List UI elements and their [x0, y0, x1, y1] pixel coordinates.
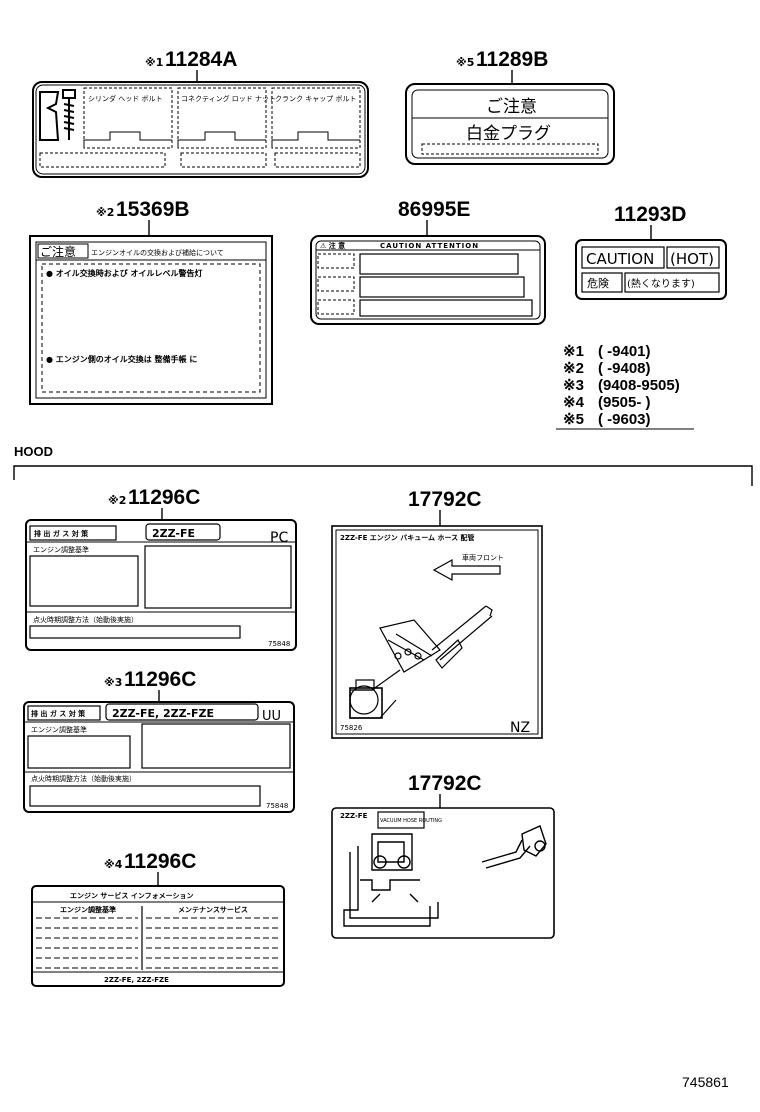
part-11296C-2-label-2: 2ZZ-FE: [152, 527, 195, 540]
part-11289B-label-2: 白金プラグ: [466, 124, 551, 144]
part-11293D-number: 11293D: [614, 203, 686, 226]
part-11296C-2-label-1: 排 出 ガ ス 対 策: [34, 529, 89, 538]
section-title: HOOD: [14, 444, 53, 459]
part-11296C-2-label-5: 点火時期調整方法（始動後実施）: [33, 615, 138, 624]
legend-mark-5: ※5: [563, 411, 584, 428]
part-11296C-2-label-4: エンジン調整基準: [33, 545, 89, 554]
legend-mark-2: ※2: [563, 360, 584, 377]
part-11296C-2-mark: ※2: [108, 494, 126, 507]
legend-range-5: ( -9603): [598, 411, 651, 428]
hood-section: HOOD: [13, 444, 753, 486]
legend-mark-1: ※1: [563, 343, 584, 360]
part-11296C-4: ※4 11296C エンジン サービス インフォメーション エンジン調整基準 メ…: [31, 850, 285, 987]
part-17792C-2: 17792C 2ZZ-FE VACUUM HOSE ROUTING: [331, 772, 555, 939]
part-11284A-label-3: クランク キャップ ボルト: [275, 95, 356, 103]
part-17792C-1-label-3: NZ: [510, 720, 530, 736]
part-17792C-2-number: 17792C: [408, 772, 482, 795]
part-11296C-4-label-4: 2ZZ-FE, 2ZZ-FZE: [104, 976, 169, 984]
part-15369B-mark: ※2: [96, 206, 114, 219]
part-86995E-label-1: ⚠ 注 意: [320, 241, 345, 250]
part-11296C-4-label-2: エンジン調整基準: [60, 905, 116, 914]
legend-mark-3: ※3: [563, 377, 584, 394]
part-15369B-label-2: エンジンオイルの交換および補給について: [91, 248, 224, 257]
part-11296C-3-label-3: UU: [262, 709, 281, 724]
part-17792C-2-label-2: VACUUM HOSE ROUTING: [380, 818, 442, 824]
legend-range-3: (9408-9505): [598, 377, 680, 394]
part-86995E: 86995E ⚠ 注 意 CAUTION ATTENTION: [310, 198, 546, 325]
part-11296C-2-label-3: PC: [270, 530, 288, 546]
part-11284A-mark: ※1: [145, 56, 163, 69]
part-11296C-3-label-5: 点火時期調整方法（始動後実施）: [31, 774, 136, 783]
wrench-bolt-icon: [39, 89, 76, 141]
part-11296C-3-label-4: エンジン調整基準: [31, 725, 87, 734]
part-11293D: 11293D CAUTION (HOT) 危険 (熱くなります): [575, 203, 727, 300]
part-15369B-label-3: ● オイル交換時および オイルレベル警告灯: [46, 268, 203, 278]
part-11296C-2-number: 11296C: [128, 486, 200, 509]
part-11296C-4-number: 11296C: [124, 850, 196, 873]
part-86995E-label-2: CAUTION ATTENTION: [380, 242, 479, 250]
front-arrow-icon: [432, 558, 501, 582]
legend: ※1 ( -9401) ※2 ( -9408) ※3 (9408-9505) ※…: [555, 339, 695, 430]
part-11296C-2-label-6: 75848: [268, 640, 290, 648]
legend-range-4: (9505- ): [598, 394, 651, 411]
part-11284A-number: 11284A: [165, 48, 237, 71]
part-17792C-1-label-2: 車両フロント: [462, 553, 504, 562]
part-17792C-1-number: 17792C: [408, 488, 482, 511]
legend-range-2: ( -9408): [598, 360, 651, 377]
part-11289B: ※5 11289B ご注意 白金プラグ: [405, 48, 615, 165]
part-11284A: ※1 11284A シリンダ ヘッド ボルト コネクティング ロッド ナット ク…: [32, 48, 369, 178]
part-11296C-3-number: 11296C: [124, 668, 196, 691]
part-11293D-label-2: (HOT): [670, 250, 714, 268]
vacuum-hose-drawing: [349, 605, 493, 719]
part-11289B-label-1: ご注意: [486, 97, 537, 117]
part-11296C-4-label-1: エンジン サービス インフォメーション: [70, 891, 194, 900]
figure-id: 745861: [682, 1074, 729, 1090]
part-17792C-1-label-4: 75826: [340, 724, 363, 732]
part-11289B-mark: ※5: [456, 56, 474, 69]
part-11296C-3-mark: ※3: [104, 676, 122, 689]
part-11293D-label-1: CAUTION: [586, 250, 654, 268]
part-11284A-label-2: コネクティング ロッド ナット: [181, 94, 276, 103]
part-11293D-label-3: 危険: [587, 277, 609, 290]
part-11296C-3: ※3 11296C 排 出 ガ ス 対 策 2ZZ-FE, 2ZZ-FZE UU…: [23, 668, 295, 813]
part-15369B-number: 15369B: [116, 198, 190, 221]
part-11296C-4-label-3: メンテナンスサービス: [178, 905, 248, 914]
part-15369B-label-4: ● エンジン側のオイル交換は 整備手帳 に: [46, 354, 197, 364]
part-11296C-2: ※2 11296C 排 出 ガ ス 対 策 2ZZ-FE PC エンジン調整基準…: [25, 486, 297, 651]
part-17792C-1-label-1: 2ZZ-FE エンジン バキューム ホース 配管: [340, 533, 475, 542]
engine-hose-drawing: [343, 825, 547, 927]
part-15369B-label-1: ご注意: [40, 244, 76, 259]
part-17792C-1: 17792C 2ZZ-FE エンジン バキューム ホース 配管 車両フロント 7…: [331, 488, 543, 739]
part-11296C-3-label-2: 2ZZ-FE, 2ZZ-FZE: [112, 707, 214, 720]
legend-range-1: ( -9401): [598, 343, 651, 360]
part-11284A-label-1: シリンダ ヘッド ボルト: [88, 94, 162, 103]
part-11296C-4-mark: ※4: [104, 858, 123, 871]
part-11296C-3-label-1: 排 出 ガ ス 対 策: [31, 709, 86, 718]
part-11296C-3-label-6: 75848: [266, 802, 288, 810]
part-17792C-2-label-1: 2ZZ-FE: [340, 812, 368, 820]
part-86995E-number: 86995E: [398, 198, 470, 221]
part-15369B: ※2 15369B ご注意 エンジンオイルの交換および補給について ● オイル交…: [29, 198, 273, 405]
part-11293D-label-4: (熱くなります): [627, 277, 695, 290]
legend-mark-4: ※4: [563, 394, 585, 411]
part-11289B-number: 11289B: [476, 48, 548, 71]
